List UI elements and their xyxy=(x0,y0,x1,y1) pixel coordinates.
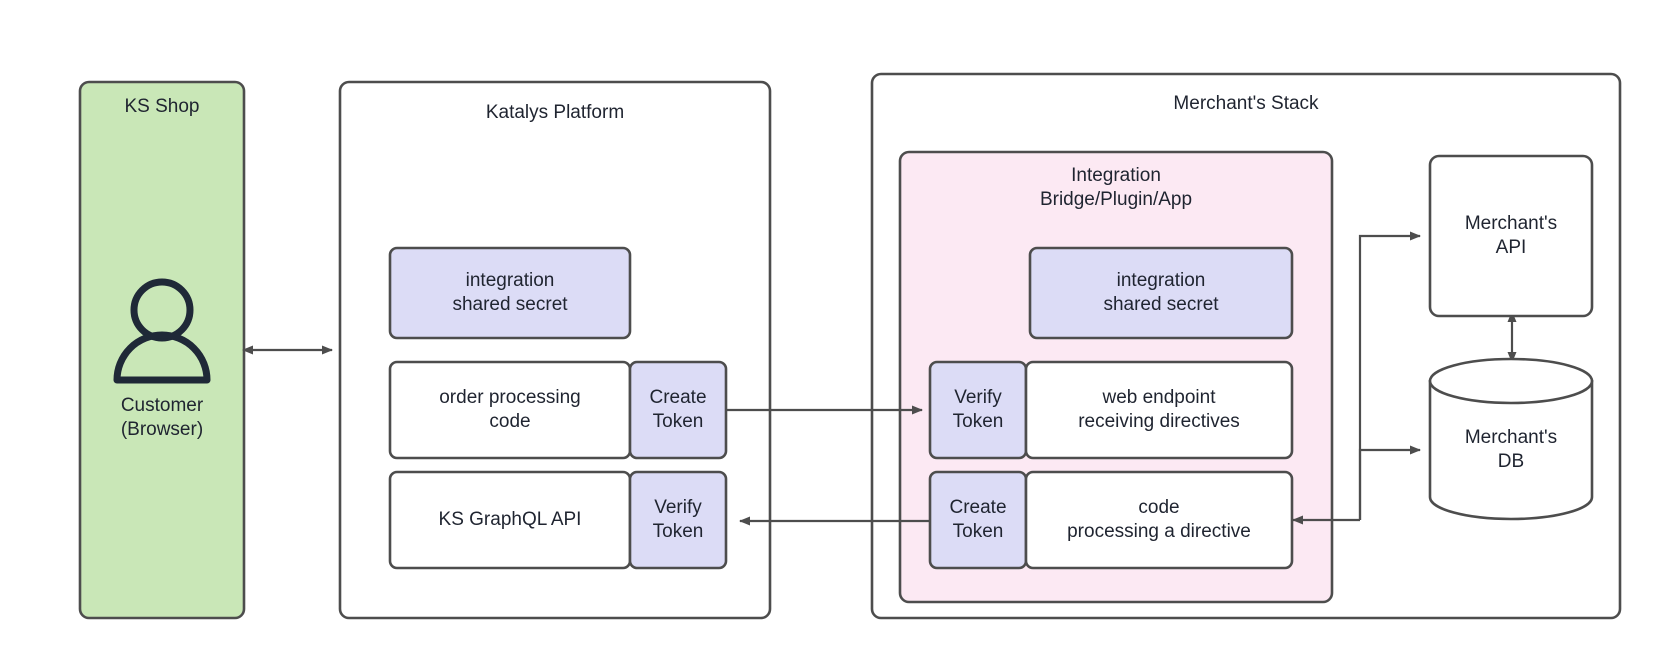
katalys-shared-secret-box[interactable] xyxy=(388,246,632,340)
katalys-verify-token-box[interactable] xyxy=(628,470,728,570)
connector-bridge-to-merchants-db xyxy=(1358,445,1421,520)
bridge-create-token-box[interactable] xyxy=(928,470,1028,570)
ks-graphql-api-box[interactable] xyxy=(388,470,632,570)
bridge-shared-secret-box[interactable] xyxy=(1028,246,1294,340)
order-processing-code-box[interactable] xyxy=(388,360,632,460)
connector-bridge-to-merchants-api xyxy=(1358,231,1421,520)
web-endpoint-box[interactable] xyxy=(1024,360,1294,460)
bridge-verify-token-box[interactable] xyxy=(928,360,1028,460)
ks-shop-container[interactable] xyxy=(78,80,246,620)
merchants-api-box[interactable] xyxy=(1428,154,1594,318)
katalys-create-token-box[interactable] xyxy=(628,360,728,460)
merchants-db-cylinder[interactable] xyxy=(1428,357,1594,521)
directive-processing-code-box[interactable] xyxy=(1024,470,1294,570)
person-icon xyxy=(113,278,211,384)
